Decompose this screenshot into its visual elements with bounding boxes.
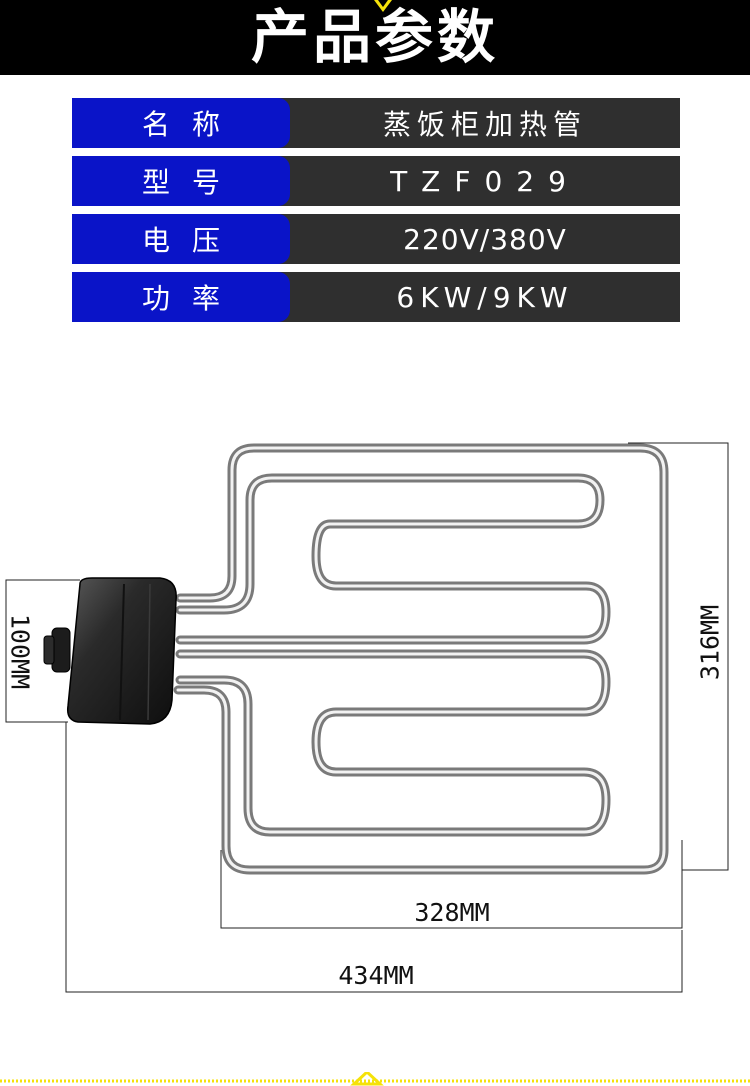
page-title: 产品参数 [250, 3, 499, 71]
header-banner: 产品参数 [0, 0, 750, 75]
heating-tube [173, 443, 669, 875]
dim-box-height-label: 100MM [5, 613, 35, 690]
spec-value: 6KW/9KW [396, 280, 574, 314]
spec-label: 功率 [72, 272, 290, 322]
spec-row-voltage: 电压 220V/380V [72, 214, 680, 264]
junction-box [43, 577, 177, 725]
chevron-down-icon [374, 0, 392, 12]
spec-value: 220V/380V [403, 222, 567, 256]
dim-height-label: 316MM [695, 604, 725, 681]
spec-value: 蒸饭柜加热管 [382, 108, 587, 141]
spec-row-name: 名称 蒸饭柜加热管 [72, 98, 680, 148]
spec-row-power: 功率 6KW/9KW [72, 272, 680, 322]
spec-row-model: 型号 TZF029 [72, 156, 680, 206]
dim-inner-width-label: 328MM [414, 898, 490, 927]
footer-divider [0, 1072, 750, 1086]
spec-label: 电压 [72, 214, 290, 264]
heating-tube-drawing [5, 442, 729, 993]
spec-value: TZF029 [390, 164, 580, 198]
spec-label: 型号 [72, 156, 290, 206]
dim-total-width-label: 434MM [338, 961, 414, 990]
dimension-lines [5, 442, 729, 993]
spec-table: 名称 蒸饭柜加热管 型号 TZF029 电压 220V/380V 功率 6KW/… [72, 98, 680, 330]
spec-label: 名称 [72, 98, 290, 148]
